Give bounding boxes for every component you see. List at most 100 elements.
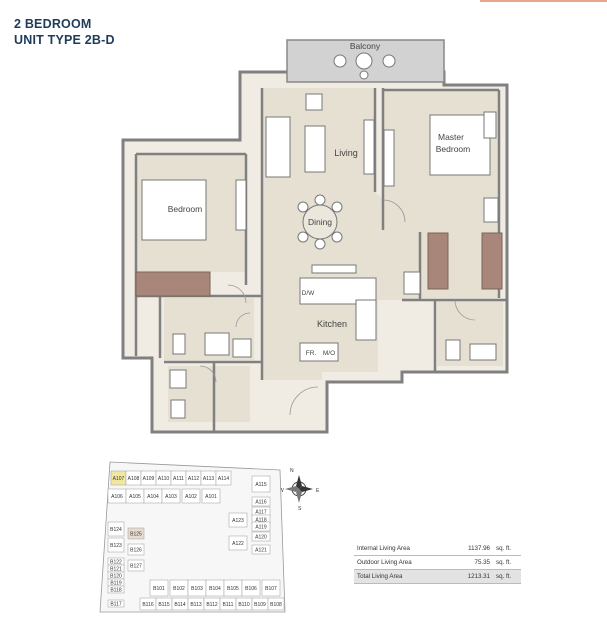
living-furniture <box>265 93 375 178</box>
keyplan-unit-label: A123 <box>232 518 244 524</box>
keyplan-unit-label: A119 <box>255 524 267 530</box>
microwave-label: M/O <box>323 350 335 357</box>
keyplan-unit-label: A104 <box>147 494 159 500</box>
keyplan-unit-label: B125 <box>130 531 142 537</box>
keyplan-unit-label: A120 <box>255 534 267 540</box>
keyplan-unit-label: A112 <box>188 476 200 482</box>
keyplan-unit-label: A102 <box>185 494 197 500</box>
keyplan-unit-label: B123 <box>110 543 122 549</box>
keyplan-unit-label: A114 <box>218 476 230 482</box>
title-bedrooms: 2 BEDROOM <box>14 17 92 31</box>
area-table: Internal Living Area 1137.96 sq. ft. Out… <box>354 542 521 584</box>
keyplan-cell <box>251 544 271 555</box>
keyplan-unit-label: B110 <box>238 602 250 608</box>
dw-label: D/W <box>302 290 316 297</box>
bedroom-furniture <box>141 179 247 241</box>
bath-fixtures <box>169 332 497 419</box>
area-unit: sq. ft. <box>493 569 521 584</box>
area-row-internal: Internal Living Area 1137.96 sq. ft. <box>354 542 521 556</box>
keyplan-cell <box>107 521 125 537</box>
keyplan-unit-label: B124 <box>110 527 122 533</box>
keyplan-cell <box>251 496 271 507</box>
master-wardrobe-1 <box>427 232 449 290</box>
keyplan-cell <box>251 475 271 493</box>
keyplan-unit-label: A118 <box>255 517 267 523</box>
keyplan-unit-label: A105 <box>129 494 141 500</box>
area-row-total: Total Living Area 1213.31 sq. ft. <box>354 569 521 584</box>
keyplan-unit-label: B121 <box>110 566 122 572</box>
keyplan-unit-label: B119 <box>110 580 122 586</box>
keyplan-unit-label: A109 <box>143 476 155 482</box>
master-wardrobe-2 <box>481 232 503 290</box>
fridge-label: FR. <box>306 350 317 357</box>
store-floor <box>135 300 160 356</box>
area-label: Total Living Area <box>354 569 443 584</box>
keyplan-unit-label: B114 <box>174 602 186 608</box>
keyplan-unit-label: A113 <box>203 476 215 482</box>
keyplan-unit-label: B111 <box>223 602 234 608</box>
keyplan-unit-label: B105 <box>227 586 239 592</box>
area-value: 1213.31 <box>443 569 493 584</box>
keyplan-unit-label: B104 <box>209 586 221 592</box>
keyplan-unit-label: A110 <box>158 476 170 482</box>
keyplan-cell <box>228 535 248 551</box>
keyplan-unit-label: A101 <box>205 494 217 500</box>
door-swings <box>199 199 476 416</box>
keyplan-unit-label: B109 <box>254 602 266 608</box>
keyplan-unit-label: A115 <box>255 482 267 488</box>
keyplan-unit-label: B120 <box>110 573 122 579</box>
keyplan-cell <box>241 579 261 597</box>
keyplan-unit-label: A108 <box>128 476 140 482</box>
bedroom-wardrobe <box>135 271 211 297</box>
area-value: 75.35 <box>443 555 493 570</box>
master-label-line2: Bedroom <box>436 144 471 154</box>
keyplan-cell <box>107 599 125 608</box>
keyplan-cell <box>228 512 248 528</box>
keyplan-cell <box>215 470 232 486</box>
master-furniture <box>383 111 499 223</box>
top-accent-line <box>480 0 607 2</box>
keyplan-cell <box>149 579 169 597</box>
keyplan-cell <box>107 585 125 594</box>
keyplan-unit-label: A106 <box>111 494 123 500</box>
keyplan-cell <box>201 488 221 504</box>
dining-label: Dining <box>308 217 332 227</box>
compass-n: N <box>290 468 294 474</box>
area-label: Outdoor Living Area <box>354 555 443 570</box>
keyplan-cell <box>261 579 281 597</box>
keyplan-unit-label: B122 <box>110 559 122 565</box>
keyplan-cell <box>267 597 285 611</box>
keyplan-unit-label: B127 <box>130 563 142 569</box>
keyplan-unit-label: A121 <box>255 547 267 553</box>
area-value: 1137.96 <box>443 542 493 556</box>
keyplan-cell <box>161 488 181 504</box>
keyplan-unit-label: B126 <box>130 547 142 553</box>
keyplan-unit-label: A111 <box>173 476 184 482</box>
keyplan-unit-label: B112 <box>206 602 218 608</box>
kitchen-counters <box>299 264 421 362</box>
title-unit-type: UNIT TYPE 2B-D <box>14 33 115 47</box>
keyplan-unit-label: B116 <box>142 602 154 608</box>
keyplan-cell <box>251 521 271 532</box>
keyplan-cell <box>127 543 145 556</box>
laundry-floor <box>405 316 433 366</box>
keyplan-unit-label: B107 <box>265 586 277 592</box>
compass-e: E <box>316 488 320 494</box>
area-label: Internal Living Area <box>354 542 443 556</box>
keyplan-unit-label: B118 <box>110 587 122 593</box>
keyplan-cell <box>107 537 125 553</box>
keyplan-unit-label: B102 <box>173 586 185 592</box>
keyplan-unit-label: B108 <box>270 602 282 608</box>
keyplan-unit-label: A116 <box>255 499 267 505</box>
area-unit: sq. ft. <box>493 542 521 556</box>
keyplan-cell <box>127 559 145 572</box>
keyplan-unit-label: A122 <box>232 541 244 547</box>
balcony-label: Balcony <box>350 41 381 51</box>
keyplan-unit-label: A117 <box>255 509 267 515</box>
area-unit: sq. ft. <box>493 555 521 570</box>
keyplan-unit-label: A103 <box>165 494 177 500</box>
keyplan-unit-label: B117 <box>110 601 122 607</box>
keyplan-cell <box>251 531 271 542</box>
